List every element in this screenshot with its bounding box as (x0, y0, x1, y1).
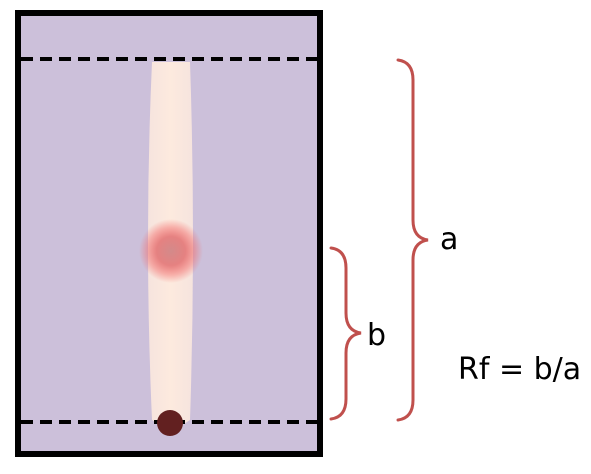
label-a: a (440, 222, 458, 257)
migrated-spot (139, 219, 203, 283)
rf-formula: Rf = b/a (458, 352, 581, 387)
origin-dot (157, 410, 183, 436)
brace-a (396, 58, 429, 422)
label-b: b (367, 318, 386, 353)
brace-b (329, 246, 362, 421)
